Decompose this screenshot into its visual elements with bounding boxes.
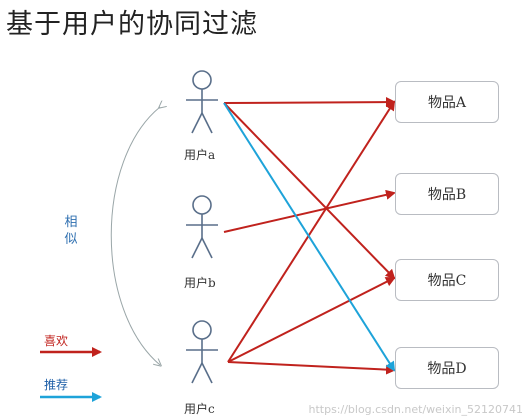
user-label-c: 用户c xyxy=(184,402,215,416)
page-title: 基于用户的协同过滤 xyxy=(6,9,258,40)
legend-recommend-label: 推荐 xyxy=(44,378,69,392)
watermark: https://blog.csdn.net/weixin_52120741 xyxy=(308,403,523,416)
user-label-b: 用户b xyxy=(184,276,216,290)
user-figure xyxy=(186,70,218,134)
like-edge xyxy=(227,277,396,363)
like-edge xyxy=(223,97,396,108)
edges-layer xyxy=(223,97,396,375)
similarity-curve xyxy=(110,107,160,365)
item-box-c: 物品C xyxy=(395,259,499,301)
item-box-a: 物品A xyxy=(395,81,499,123)
similarity-label: 相似 xyxy=(64,215,78,247)
user-figures xyxy=(186,70,218,384)
legend-like-label: 喜欢 xyxy=(44,334,69,348)
item-box-b: 物品B xyxy=(395,173,499,215)
like-edge xyxy=(223,189,396,233)
user-figure xyxy=(186,195,218,259)
like-edge xyxy=(227,100,396,363)
user-figure xyxy=(186,320,218,384)
item-box-d: 物品D xyxy=(395,347,499,389)
recommend-edge xyxy=(223,102,396,372)
user-label-a: 用户a xyxy=(184,148,216,162)
like-edge xyxy=(223,102,396,280)
like-edge xyxy=(227,361,396,375)
